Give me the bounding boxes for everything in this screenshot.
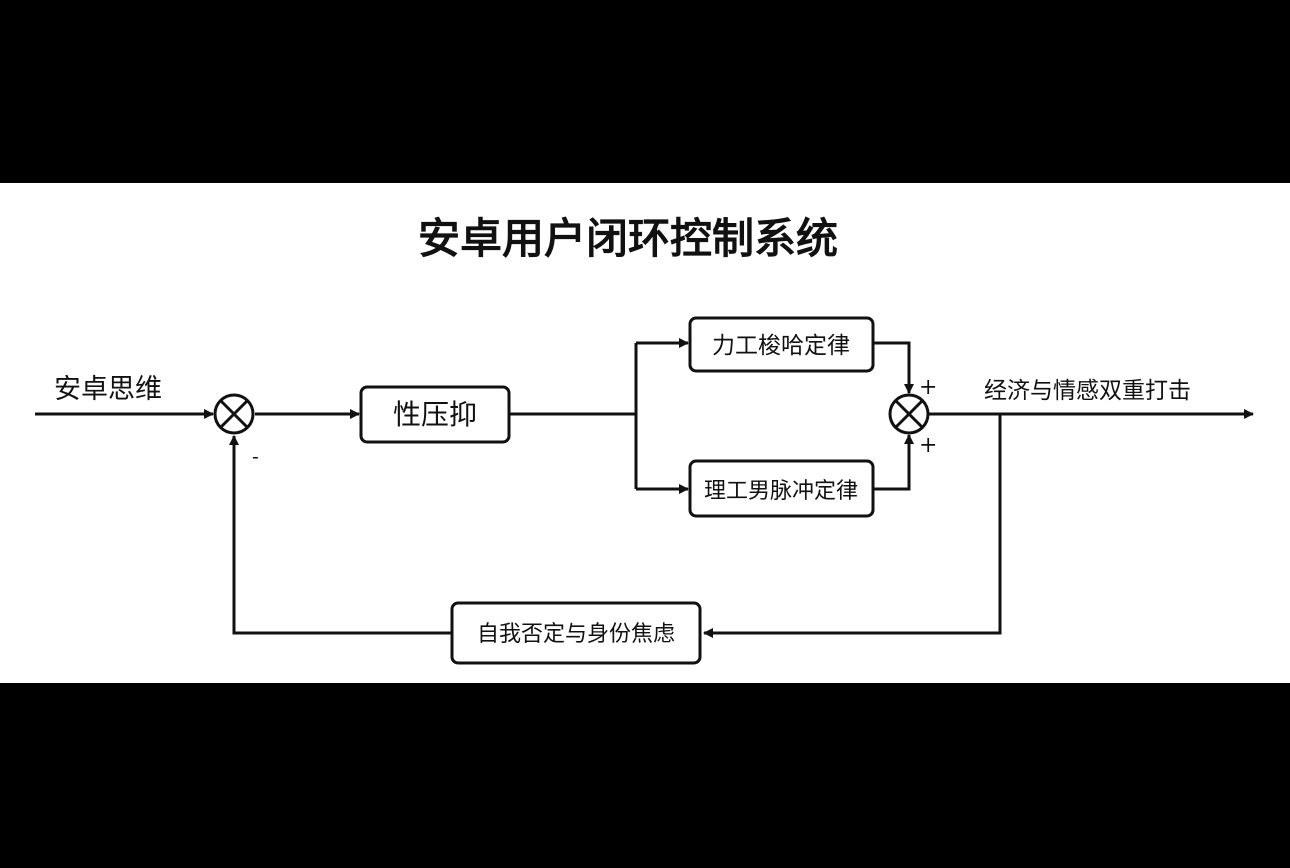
main-block-label: 性压抑: [393, 398, 477, 431]
main-block: [359, 385, 511, 444]
feedback-right-line: [703, 414, 1002, 638]
lower-block-label: 理工男脉冲定律: [704, 479, 858, 504]
top-black-band: [0, 0, 1290, 183]
summing-junction-input: [213, 393, 255, 435]
input-label: 安卓思维: [54, 374, 162, 405]
diagram-panel: [0, 183, 1290, 683]
lower-to-sum2-arrow: [873, 434, 914, 491]
upper-plus-sign: +: [919, 375, 937, 400]
upper-block-label: 力工梭哈定律: [712, 333, 850, 359]
diagram-title: 安卓用户闭环控制系统: [418, 214, 838, 263]
feedback-minus-sign: -: [252, 444, 259, 468]
lower-plus-sign: +: [919, 433, 937, 458]
upper-block: [688, 316, 875, 373]
summing-junction-output: [888, 393, 930, 435]
lower-block: [688, 459, 875, 518]
upper-to-sum2-arrow: [873, 341, 914, 394]
feedback-block-label: 自我否定与身份焦虑: [477, 622, 675, 647]
bottom-black-band: [0, 683, 1290, 868]
feedback-block: [450, 601, 702, 665]
feedback-return-arrow: [229, 435, 452, 635]
output-label: 经济与情感双重打击: [984, 378, 1191, 404]
